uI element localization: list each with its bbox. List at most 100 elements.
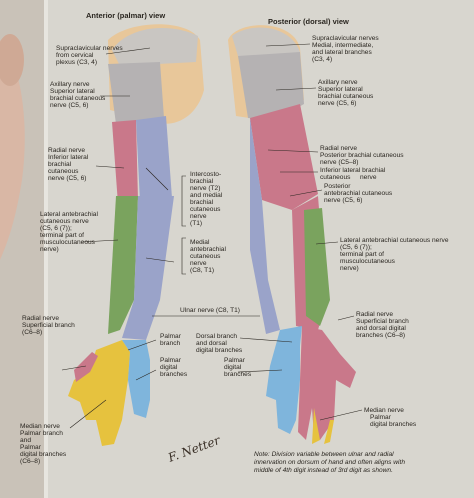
svg-text:and lateral branches: and lateral branches (312, 49, 372, 56)
posterior-lateral-antebrachial-label: Lateral antebrachial cutaneous nerve (C5… (340, 237, 449, 272)
svg-text:Median nerve: Median nerve (364, 407, 404, 414)
svg-text:(T1): (T1) (190, 220, 202, 227)
posterior-axillary-label: Axillary nerve Superior lateral brachial… (318, 79, 374, 107)
svg-text:antebrachial: antebrachial (190, 246, 226, 253)
anterior-radial-region (112, 120, 138, 204)
svg-text:Posterior brachial cutaneous: Posterior brachial cutaneous (320, 152, 404, 159)
posterior-ulnar-region (266, 326, 302, 434)
svg-text:Inferior lateral brachial: Inferior lateral brachial (320, 167, 386, 174)
svg-text:and dorsal: and dorsal (196, 340, 227, 347)
anterior-radial-superficial-label: Radial nerve Superficial branch (C6–8) (22, 315, 75, 336)
svg-text:Posterior: Posterior (324, 183, 351, 190)
svg-text:nerve): nerve) (340, 265, 359, 272)
intercostobrachial-label: Intercosto- brachial nerve (T2) and medi… (190, 171, 223, 227)
svg-text:branches: branches (224, 371, 252, 378)
anterior-lateral-antebrachial-region (108, 196, 138, 334)
posterior-median-region (312, 408, 334, 444)
svg-text:cutaneous: cutaneous (190, 206, 221, 213)
svg-text:Lateral antebrachial: Lateral antebrachial (40, 211, 98, 218)
svg-text:Median nerve: Median nerve (20, 423, 60, 430)
svg-text:(C5, 6 (7));: (C5, 6 (7)); (340, 244, 372, 251)
svg-text:nerve: nerve (360, 174, 377, 181)
svg-text:digital branches: digital branches (370, 421, 417, 428)
ulnar-nerve-title: Ulnar nerve (C8, T1) (180, 307, 240, 314)
svg-text:digital branches: digital branches (20, 451, 67, 458)
svg-text:Palmar: Palmar (224, 357, 246, 364)
svg-text:Axillary nerve: Axillary nerve (318, 79, 358, 86)
svg-text:musculocutaneous: musculocutaneous (340, 258, 396, 265)
posterior-radial-label: Radial nerve Posterior brachial cutaneou… (320, 145, 404, 204)
svg-text:Palmar: Palmar (20, 444, 42, 451)
svg-text:nerve: nerve (190, 213, 207, 220)
svg-text:musculocutaneous: musculocutaneous (40, 239, 96, 246)
anterior-supraclavicular-label: Supraclavicular nerves from cervical ple… (56, 45, 123, 66)
posterior-supraclavicular-label: Supraclavicular nerves Medial, intermedi… (312, 35, 379, 63)
adjacent-head (0, 34, 24, 86)
svg-text:nerve: nerve (190, 260, 207, 267)
posterior-radial-region (250, 104, 318, 210)
svg-text:and medial: and medial (190, 192, 223, 199)
svg-text:nerve (C5–8): nerve (C5–8) (320, 159, 358, 166)
ulnar-palmar-branch-label: Palmar branch (160, 333, 182, 347)
svg-text:Superficial branch: Superficial branch (22, 322, 75, 329)
svg-text:Radial nerve: Radial nerve (22, 315, 59, 322)
svg-text:Axillary nerve: Axillary nerve (50, 81, 90, 88)
svg-text:Palmar branch: Palmar branch (20, 430, 63, 437)
svg-text:branches (C6–8): branches (C6–8) (356, 332, 405, 339)
anterior-radial-label: Radial nerve Inferior lateral brachial c… (48, 147, 89, 182)
posterior-arm (228, 25, 356, 444)
svg-text:and: and (20, 437, 31, 444)
posterior-heading: Posterior (dorsal) view (268, 17, 349, 26)
anterior-medial-forearm-region (122, 196, 174, 340)
svg-text:Radial nerve: Radial nerve (356, 311, 393, 318)
anterior-radial-superficial-region (74, 352, 98, 382)
svg-text:antebrachial cutaneous: antebrachial cutaneous (324, 190, 393, 197)
svg-text:branch: branch (160, 340, 180, 347)
anterior-lateral-antebrachial-label: Lateral antebrachial cutaneous nerve (C5… (40, 211, 98, 253)
medial-antebrachial-label: Medial antebrachial cutaneous nerve (C8,… (190, 239, 226, 274)
svg-text:Superior lateral: Superior lateral (50, 88, 95, 95)
posterior-median-label: Median nerve Palmar digital branches (364, 407, 417, 428)
posterior-medial-region (250, 118, 280, 334)
svg-text:nerve): nerve) (40, 246, 59, 253)
svg-text:nerve (C5, 6): nerve (C5, 6) (48, 175, 86, 182)
anterior-axillary-label: Axillary nerve Superior lateral brachial… (50, 81, 106, 109)
svg-text:brachial cutaneous: brachial cutaneous (318, 93, 374, 100)
svg-text:terminal part of: terminal part of (340, 251, 384, 258)
anterior-medial-region (136, 116, 172, 202)
svg-text:digital: digital (224, 364, 242, 371)
posterior-radial-superficial-label: Radial nerve Superficial branch and dors… (356, 311, 409, 339)
division-note: Note: Division variable between ulnar an… (254, 451, 405, 474)
svg-text:from cervical: from cervical (56, 52, 94, 59)
svg-text:(C3, 4): (C3, 4) (312, 56, 332, 63)
svg-text:Intercosto-: Intercosto- (190, 171, 221, 178)
svg-text:(C8, T1): (C8, T1) (190, 267, 214, 274)
svg-text:branches: branches (160, 371, 188, 378)
svg-text:nerve (C5, 6): nerve (C5, 6) (324, 197, 362, 204)
svg-text:Inferior lateral: Inferior lateral (48, 154, 89, 161)
svg-text:digital branches: digital branches (196, 347, 243, 354)
svg-text:brachial: brachial (48, 161, 72, 168)
svg-text:digital: digital (160, 364, 178, 371)
svg-text:plexus (C3, 4): plexus (C3, 4) (56, 59, 97, 66)
svg-text:Palmar: Palmar (370, 414, 392, 421)
svg-text:cutaneous: cutaneous (48, 168, 79, 175)
svg-text:Palmar: Palmar (160, 333, 182, 340)
anterior-supraclavicular-region (112, 27, 198, 66)
svg-text:innervation on dorsum of hand: innervation on dorsum of hand and often … (254, 459, 405, 466)
svg-text:(C6–8): (C6–8) (20, 458, 40, 465)
svg-text:nerve (T2): nerve (T2) (190, 185, 220, 192)
svg-text:cutaneous nerve: cutaneous nerve (40, 218, 89, 225)
ulnar-palmar-digital-label: Palmar digital branches (160, 357, 188, 378)
svg-text:brachial cutaneous: brachial cutaneous (50, 95, 106, 102)
svg-text:(C5, 6 (7));: (C5, 6 (7)); (40, 225, 72, 232)
anterior-ulnar-region (122, 340, 150, 418)
svg-text:cutaneous: cutaneous (190, 253, 221, 260)
svg-text:Dorsal branch: Dorsal branch (196, 333, 237, 340)
svg-text:brachial: brachial (190, 178, 214, 185)
anterior-axillary-region (108, 62, 164, 124)
ulnar-palmar-digital-2-label: Palmar digital branches (224, 357, 252, 378)
anterior-median-region (68, 340, 130, 446)
svg-text:nerve (C5, 6): nerve (C5, 6) (50, 102, 88, 109)
